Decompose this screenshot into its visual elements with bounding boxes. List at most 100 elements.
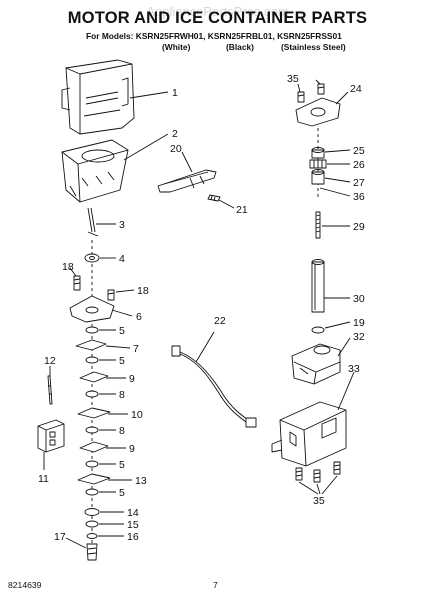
washer-19-part [311,326,325,334]
callout-11: 11 [38,473,49,485]
callout-9a: 9 [129,373,135,385]
callout-20: 20 [170,143,182,155]
page-title: MOTOR AND ICE CONTAINER PARTS [67,9,368,27]
motor-bracket-24-part [295,97,341,127]
callout-22: 22 [214,315,226,327]
callout-35b: 35 [313,495,325,507]
washer-5c-part [85,460,99,468]
leader-18a [69,267,77,277]
callout-29: 29 [353,221,365,233]
callout-3: 3 [119,219,125,231]
screw-21-part [207,194,221,202]
callout-5b: 5 [119,355,125,367]
leader-35b [298,475,338,495]
leader-25 [324,149,351,153]
leader-35a2 [315,79,321,85]
ice-container-part [61,59,135,135]
callout-25: 25 [353,145,365,157]
callout-12: 12 [44,355,56,367]
callout-26: 26 [353,159,365,171]
washer-15-part [85,520,99,528]
variant-black: (Black) [226,42,254,52]
leader-27 [324,177,351,183]
callout-18b: 18 [137,285,149,297]
leader-18b [115,289,135,293]
callout-4: 4 [119,253,125,265]
drive-link-part [87,207,99,237]
blade-7-part [75,339,107,351]
document-id: 8214639 [8,580,42,590]
coupler-25-part [311,147,325,159]
shutter-rail-part [157,169,217,193]
page-number: 7 [213,580,218,590]
models-line: For Models: KSRN25FRWH01, KSRN25FRBL01, … [86,31,342,41]
callout-17: 17 [54,531,66,543]
callout-35a: 35 [287,73,299,85]
callout-8b: 8 [119,425,125,437]
motor-mount-33-part [271,401,347,467]
screw-18b-part [107,289,115,301]
spacer-8b-part [85,426,99,434]
rod-12-part [47,375,53,405]
callout-2: 2 [172,128,178,140]
bushing-27-part [311,169,325,185]
callout-5a: 5 [119,325,125,337]
callout-1: 1 [172,87,178,99]
switch-11-part [37,419,65,453]
screw-35-bottom-c-part [333,461,341,475]
callout-8a: 8 [119,389,125,401]
callout-18a: 18 [62,261,74,273]
leader-20 [181,151,193,173]
watermark: AppliancePartsPros.com [146,4,289,19]
leader-6 [111,309,133,317]
drive-shaft-30-part [311,259,325,313]
screw-18a-part [73,275,81,291]
callout-21: 21 [236,204,248,216]
variant-stainless: (Stainless Steel) [281,42,346,52]
screw-35-bottom-b-part [313,469,321,483]
nut-part [84,253,100,263]
leader-36 [319,187,351,197]
callout-19: 19 [353,317,365,329]
wire-harness-part [171,345,257,428]
nut-16-part [86,533,98,539]
callout-36: 36 [353,191,365,203]
auger-motor-32-part [291,343,341,385]
callout-9b: 9 [129,443,135,455]
leader-2 [123,133,169,161]
leader-22 [195,331,215,363]
blade-10-part [77,407,111,419]
callout-10: 10 [131,409,143,421]
callout-13: 13 [135,475,147,487]
blade-9a-part [79,371,109,383]
leader-32 [337,337,351,357]
variant-white: (White) [162,42,191,52]
threaded-rod-29-part [315,211,321,239]
washer-5b-part [85,356,99,364]
callout-24: 24 [350,83,362,95]
leader-19 [324,321,351,329]
washer-5a-part [85,326,99,334]
callout-16: 16 [127,531,139,543]
leader-35a [297,83,301,93]
callout-5d: 5 [119,487,125,499]
callout-33: 33 [348,363,360,375]
leader-21 [218,199,235,209]
washer-5d-part [85,488,99,496]
washer-14-part [84,508,100,516]
leader-7 [105,345,131,349]
callout-32: 32 [353,331,365,343]
callout-15: 15 [127,519,139,531]
auger-housing-part [61,139,129,203]
screw-35-bottom-a-part [295,467,303,481]
screw-17-part [86,543,98,561]
bearing-plate-part [69,295,115,323]
leader-24 [335,91,349,105]
spacer-8a-part [85,390,99,398]
leader-33 [337,371,355,411]
callout-27: 27 [353,177,365,189]
callout-5c: 5 [119,459,125,471]
coupler-26-part [309,159,327,169]
callout-30: 30 [353,293,365,305]
